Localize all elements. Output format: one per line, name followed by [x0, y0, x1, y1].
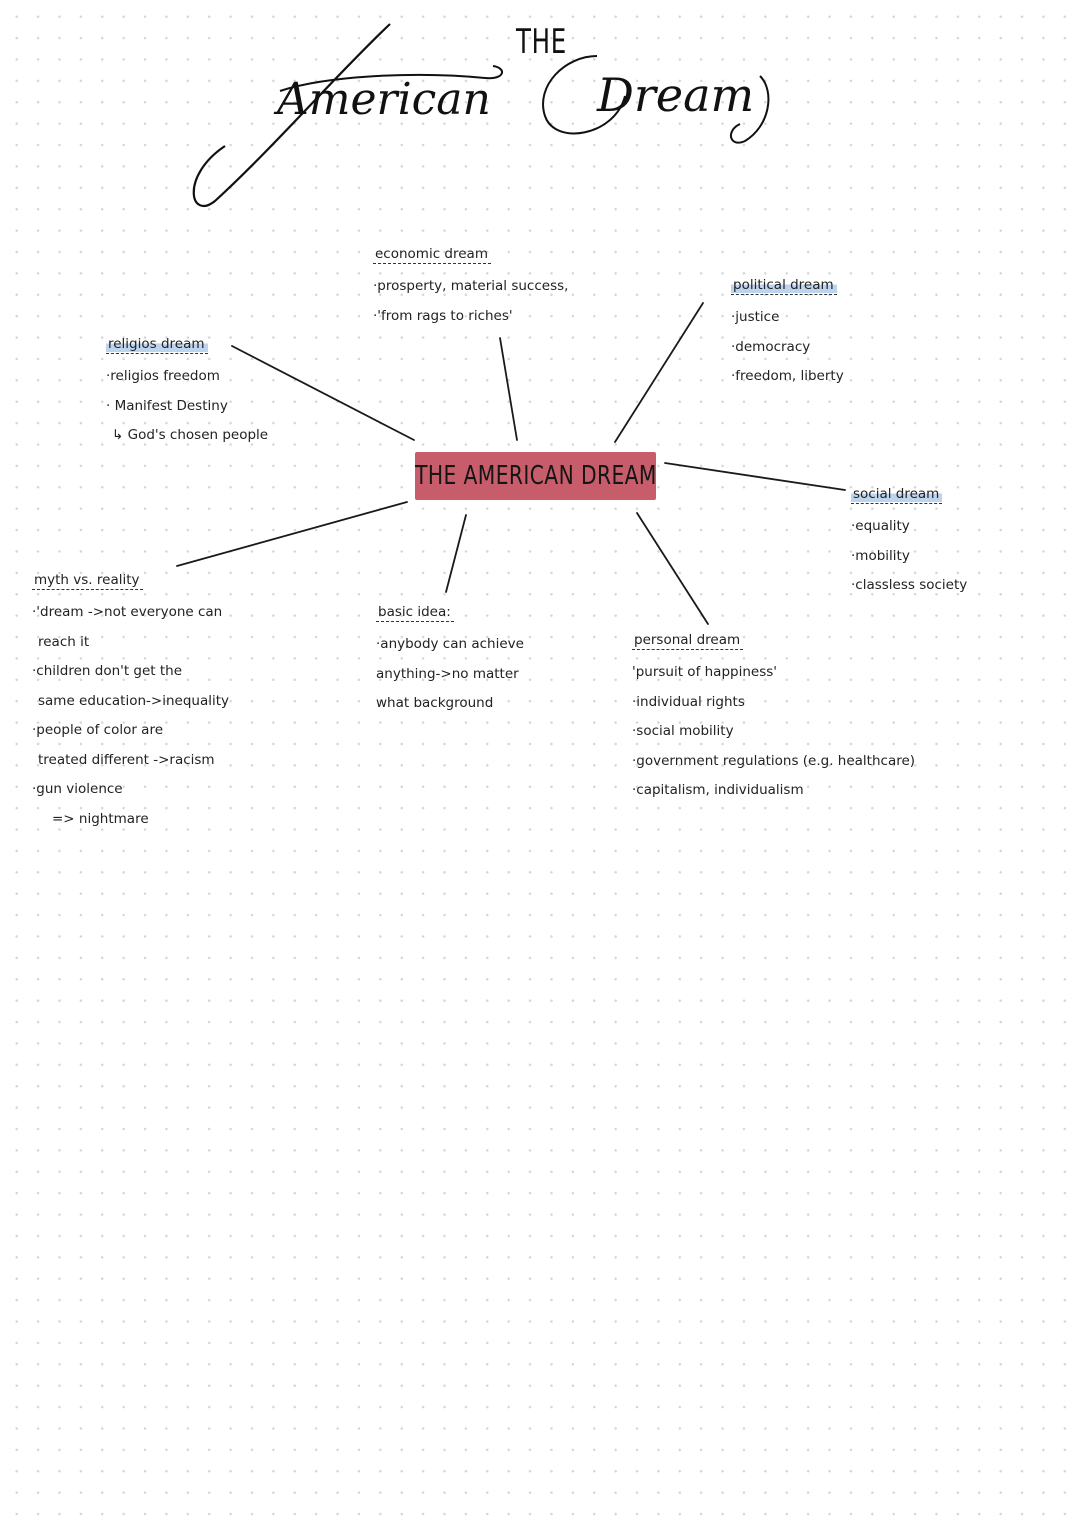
- node-religious-item: ↳ God's chosen people: [112, 427, 269, 443]
- connector-religious: [231, 345, 415, 441]
- node-religious-dream: religios dream ·religios freedom · Manif…: [106, 336, 268, 451]
- connector-social: [664, 462, 846, 491]
- node-myth-vs-reality: myth vs. reality ·'dream ->not everyone …: [32, 572, 229, 834]
- node-myth-item: same education->inequality: [38, 692, 230, 709]
- node-social-dream: social dream ·equality ·mobility ·classl…: [851, 486, 967, 601]
- node-political-item: ·democracy: [731, 338, 811, 355]
- node-basic-item: what background: [376, 695, 494, 711]
- connector-myth: [176, 501, 408, 567]
- connector-political: [614, 302, 704, 443]
- node-myth-item: treated different ->racism: [38, 751, 215, 768]
- node-economic-item: ·prosperty, material success,: [373, 278, 569, 294]
- node-personal-item: 'pursuit of happiness': [632, 664, 777, 680]
- node-basic-item: anything->no matter: [376, 665, 519, 682]
- title-swash-d: [730, 75, 770, 144]
- node-social-item: ·equality: [851, 518, 910, 534]
- title-script: American Dream: [192, 23, 770, 208]
- node-basic-title: basic idea:: [376, 604, 454, 622]
- node-social-title: social dream: [851, 486, 943, 504]
- center-label: THE AMERICAN DREAM: [414, 461, 657, 491]
- node-myth-item: ·'dream ->not everyone can: [32, 604, 223, 620]
- node-economic-dream: economic dream ·prosperty, material succ…: [373, 246, 568, 331]
- node-economic-item: ·'from rags to riches': [373, 307, 513, 324]
- node-religious-item: ·religios freedom: [106, 368, 220, 384]
- title-swash-a: [192, 23, 391, 208]
- node-myth-title: myth vs. reality: [32, 572, 143, 590]
- node-basic-idea: basic idea: ·anybody can achieve anythin…: [376, 604, 524, 719]
- node-myth-item: ·children don't get the: [32, 663, 183, 679]
- node-political-dream: political dream ·justice ·democracy ·fre…: [731, 277, 844, 392]
- node-personal-item: ·social mobility: [632, 723, 734, 739]
- node-personal-item: ·capitalism, individualism: [632, 782, 804, 798]
- node-political-item: ·freedom, liberty: [731, 368, 844, 384]
- node-political-title: political dream: [731, 277, 837, 295]
- title-swash-b: [279, 65, 503, 92]
- title-swash-c: [542, 55, 626, 135]
- node-economic-title: economic dream: [373, 246, 491, 264]
- node-political-item: ·justice: [731, 309, 780, 325]
- node-myth-item: ·people of color are: [32, 722, 164, 738]
- node-personal-dream: personal dream 'pursuit of happiness' ·i…: [632, 632, 915, 806]
- node-personal-title: personal dream: [632, 632, 744, 650]
- node-religious-item: · Manifest Destiny: [106, 397, 228, 414]
- center-node: THE AMERICAN DREAM: [415, 452, 656, 500]
- node-social-item: ·mobility: [851, 547, 910, 564]
- connector-economic: [499, 337, 518, 441]
- node-personal-item: ·government regulations (e.g. healthcare…: [632, 752, 916, 769]
- node-myth-item: => nightmare: [52, 810, 149, 827]
- node-religious-title: religios dream: [106, 336, 208, 354]
- title-the: THE: [516, 22, 567, 62]
- connector-basic: [445, 514, 467, 593]
- node-personal-item: ·individual rights: [632, 693, 745, 710]
- node-social-item: ·classless society: [851, 577, 968, 593]
- node-myth-item: reach it: [38, 633, 90, 650]
- title-american: American: [273, 74, 491, 125]
- node-myth-item: ·gun violence: [32, 781, 123, 797]
- connector-personal: [636, 512, 709, 625]
- title-dream: Dream: [596, 68, 754, 122]
- node-basic-item: ·anybody can achieve: [376, 636, 524, 652]
